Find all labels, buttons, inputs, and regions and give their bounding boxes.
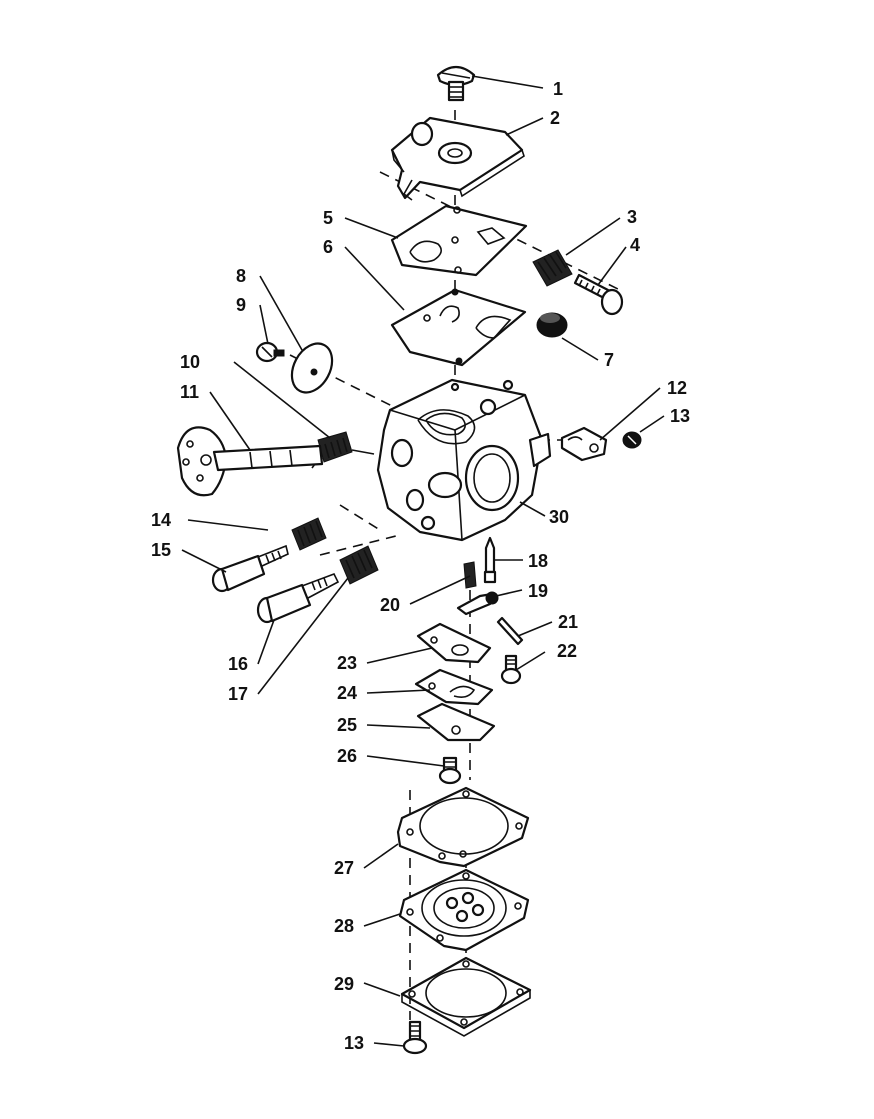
callout-19: 19 — [528, 581, 548, 601]
part-2-pump-cover — [390, 116, 525, 201]
part-13-screw-bottom — [402, 1020, 428, 1055]
part-5-gasket — [390, 204, 528, 277]
callout-13-bottom: 13 — [344, 1033, 364, 1053]
callout-22: 22 — [557, 641, 577, 661]
part-18-inlet-needle — [483, 536, 497, 584]
part-3-spring — [532, 249, 573, 287]
part-6-pump-diaphragm — [390, 288, 527, 367]
callouts: 1 2 3 4 5 6 7 8 9 10 11 12 13 14 15 16 1… — [151, 79, 690, 1053]
callout-14: 14 — [151, 510, 171, 530]
part-29-cover — [400, 956, 532, 1037]
part-16-needle — [256, 572, 340, 624]
callout-12: 12 — [667, 378, 687, 398]
part-21-pin — [496, 616, 524, 646]
callout-21: 21 — [558, 612, 578, 632]
part-1-cover-screw — [436, 65, 476, 102]
callout-9: 9 — [236, 295, 246, 315]
callout-26: 26 — [337, 746, 357, 766]
callout-15: 15 — [151, 540, 171, 560]
part-26-screw — [438, 756, 462, 785]
part-15-needle — [211, 544, 289, 593]
callout-29: 29 — [334, 974, 354, 994]
callout-6: 6 — [323, 237, 333, 257]
part-14-spring — [291, 517, 327, 551]
callout-10: 10 — [180, 352, 200, 372]
leader-lines — [181, 75, 665, 1047]
callout-16: 16 — [228, 654, 248, 674]
callout-3: 3 — [627, 207, 637, 227]
callout-24: 24 — [337, 683, 357, 703]
callout-7: 7 — [604, 350, 614, 370]
callout-17: 17 — [228, 684, 248, 704]
part-28-diaphragm — [398, 868, 530, 952]
part-22-screw — [500, 654, 522, 685]
callout-13-top: 13 — [670, 406, 690, 426]
callout-25: 25 — [337, 715, 357, 735]
part-4-idle-screw — [573, 273, 624, 316]
callout-27: 27 — [334, 858, 354, 878]
callout-11: 11 — [180, 382, 199, 402]
part-12-bracket — [560, 426, 608, 462]
part-23-plate — [416, 622, 492, 664]
part-8-throttle-plate — [290, 342, 334, 394]
part-30-carburetor-body — [376, 378, 552, 542]
callout-28: 28 — [334, 916, 354, 936]
callout-30: 30 — [549, 507, 569, 527]
callout-18: 18 — [528, 551, 548, 571]
part-20-spring — [463, 561, 477, 589]
part-7-cap — [536, 312, 568, 338]
callout-1: 1 — [553, 79, 563, 99]
callout-2: 2 — [550, 108, 560, 128]
part-27-gasket — [396, 786, 530, 868]
part-9-plate-screw — [255, 341, 285, 363]
callout-23: 23 — [337, 653, 357, 673]
part-17-spring — [339, 545, 379, 585]
part-19-lever — [456, 591, 499, 616]
part-24-diaphragm-plate — [414, 668, 494, 706]
callout-4: 4 — [630, 235, 640, 255]
callout-20: 20 — [380, 595, 400, 615]
part-11-throttle-shaft — [176, 426, 324, 497]
callout-5: 5 — [323, 208, 333, 228]
part-13-screw-top — [622, 431, 642, 449]
callout-8: 8 — [236, 266, 246, 286]
part-25-plate — [416, 702, 496, 742]
